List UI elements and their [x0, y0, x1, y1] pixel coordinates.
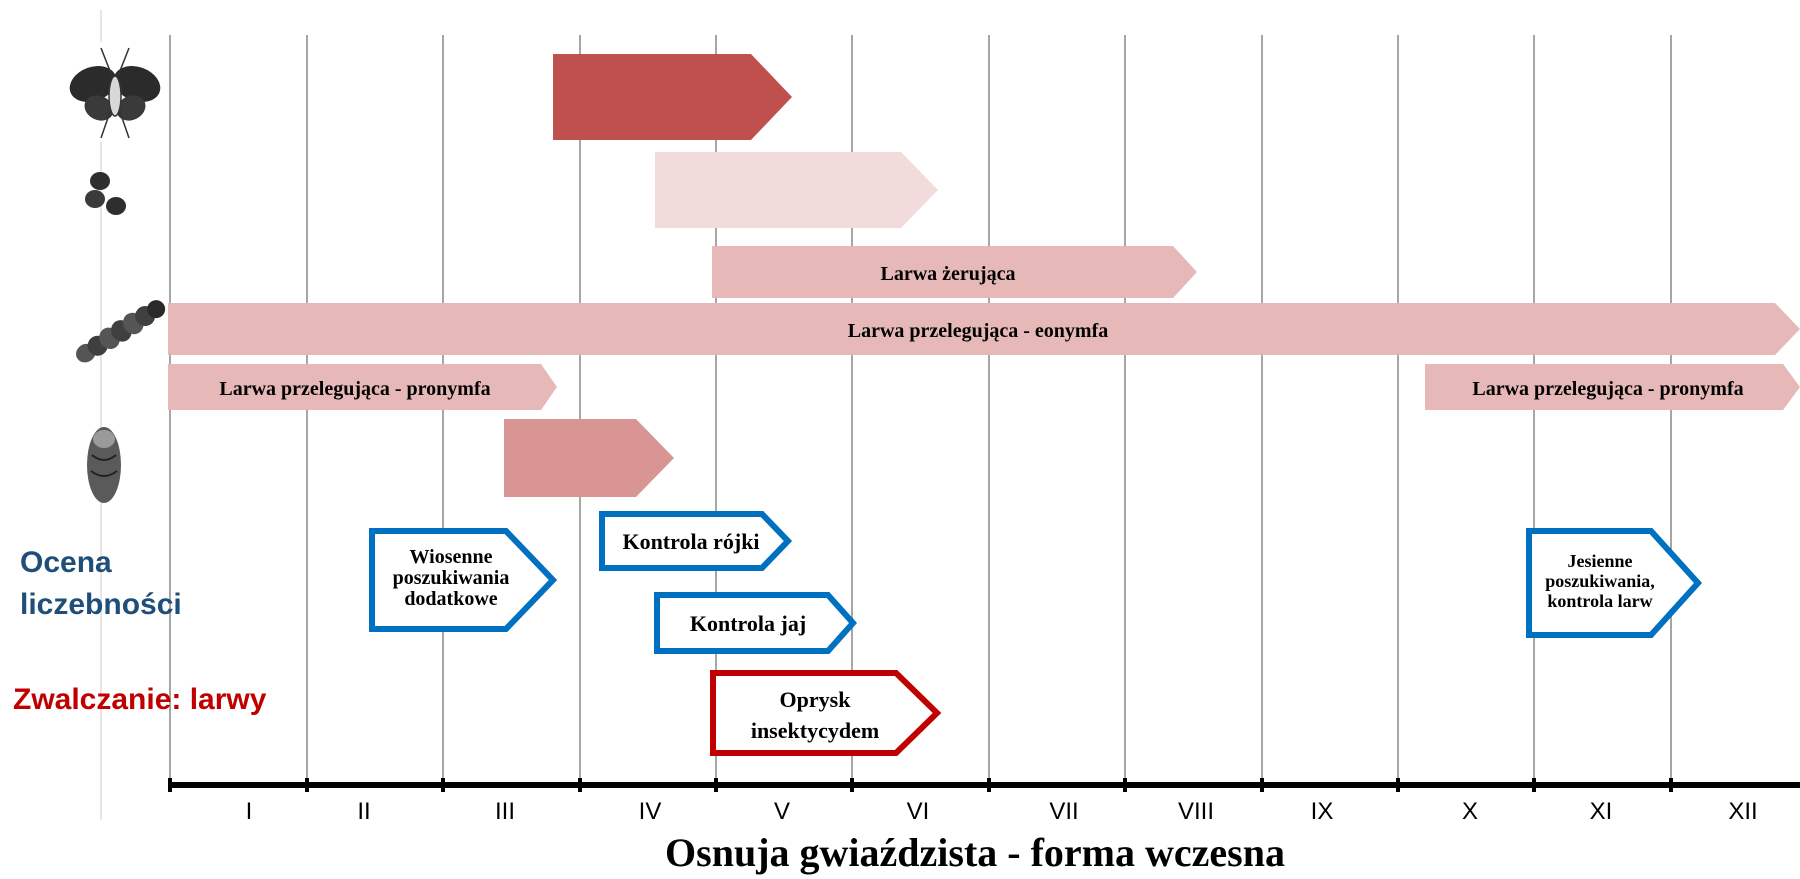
pronymph-spring-label: Larwa przelegująca - pronymfa	[219, 378, 490, 400]
month-label: III	[495, 798, 515, 825]
autumn-search-line3: kontrola larw	[1547, 591, 1652, 611]
month-labels: I II III IV V VI VII VIII IX X XI XII	[246, 798, 1758, 825]
month-axis-ticks	[168, 778, 1673, 792]
spring-search-line3: dodatkowe	[404, 588, 497, 610]
swarm-control-arrow	[599, 511, 793, 571]
month-label: V	[774, 798, 790, 825]
larva-eonymph-label: Larwa przelegująca - eonymfa	[848, 320, 1109, 342]
eggs-icon	[85, 172, 126, 215]
month-label: XI	[1590, 798, 1613, 825]
autumn-search-arrow	[1526, 528, 1703, 638]
month-label: IX	[1311, 798, 1334, 825]
spray-line2: insektycydem	[751, 718, 879, 743]
spring-search-line2: poszukiwania	[393, 567, 510, 589]
spring-search-line1: Wiosenne	[410, 546, 493, 568]
spring-search-arrow	[369, 528, 558, 632]
pronymph-spring-bar	[168, 364, 557, 410]
month-label: VII	[1049, 798, 1078, 825]
ocena-label-line2: liczebności	[20, 588, 182, 621]
egg-period-bar	[655, 152, 938, 228]
spray-line1: Oprysk	[780, 687, 852, 712]
autumn-search-line2: poszukiwania,	[1545, 571, 1655, 591]
larva-feeding-bar	[712, 246, 1197, 298]
zwalczanie-label: Zwalczanie: larwy	[13, 683, 267, 716]
spray-arrow	[710, 670, 942, 756]
month-label: VIII	[1178, 798, 1214, 825]
larva-icon	[76, 300, 166, 363]
moth-icon	[65, 42, 165, 142]
month-label: II	[357, 798, 370, 825]
pupa-icon	[87, 427, 121, 503]
month-label: IV	[639, 798, 662, 825]
larva-eonymph-bar	[168, 303, 1800, 355]
month-label: X	[1462, 798, 1478, 825]
egg-control-arrow	[654, 592, 858, 654]
pronymph-autumn-bar	[1425, 364, 1800, 410]
egg-control-label: Kontrola jaj	[690, 611, 806, 636]
larva-feeding-label: Larwa żerująca	[881, 263, 1016, 285]
month-label: XII	[1728, 798, 1757, 825]
swarm-control-label: Kontrola rójki	[622, 529, 759, 554]
pupa-period-bar	[504, 419, 674, 497]
ocena-label-line1: Ocena	[20, 546, 112, 579]
autumn-search-line1: Jesienne	[1568, 551, 1633, 571]
adult-flight-bar	[553, 54, 792, 140]
diagram-title: Osnuja gwiaździsta - forma wczesna	[665, 830, 1285, 875]
month-label: I	[246, 798, 253, 825]
pronymph-autumn-label: Larwa przelegująca - pronymfa	[1472, 378, 1743, 400]
month-label: VI	[907, 798, 930, 825]
